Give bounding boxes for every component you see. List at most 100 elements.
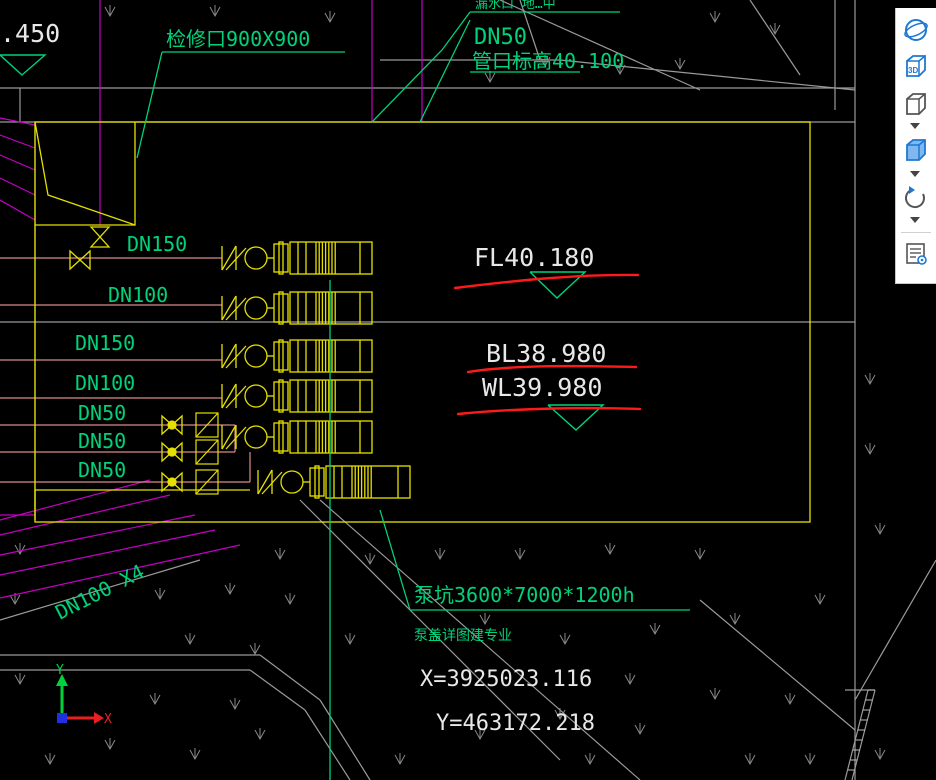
- valve-dot: [167, 447, 177, 457]
- elevation-markers: [0, 54, 605, 431]
- check-valve-box: [195, 412, 219, 438]
- pit-note-label: 泵盖详图建专业: [414, 628, 512, 644]
- check-valve-slash: [225, 385, 247, 409]
- pump-flange: [278, 420, 284, 454]
- opening-label: 检修口900X900: [166, 27, 310, 51]
- check-valve-slash: [195, 439, 219, 465]
- magenta-lines: [0, 0, 423, 599]
- valves: [69, 226, 219, 495]
- pump-assembly: [221, 241, 373, 275]
- chevron-down-icon: [910, 217, 920, 223]
- shaded-view-dropdown[interactable]: [909, 170, 921, 178]
- pump-assembly: [221, 379, 373, 413]
- check-valve-slash: [221, 343, 237, 369]
- valve-body: [89, 226, 111, 248]
- gate-valve: [69, 249, 91, 271]
- check-valve: [195, 439, 219, 465]
- gate-valve: [161, 441, 183, 463]
- check-valve-box: [195, 439, 219, 465]
- valve-body: [69, 249, 91, 271]
- pump-coupling: [309, 467, 325, 497]
- pump-assembly: [257, 465, 411, 499]
- chevron-down-icon: [910, 123, 920, 129]
- pump-assembly: [221, 291, 373, 325]
- pump-coupling: [273, 293, 289, 323]
- orbit-button[interactable]: [901, 16, 931, 44]
- rotate-button[interactable]: [901, 184, 931, 212]
- dn50-label-c: DN50: [78, 458, 126, 482]
- dn50-label-b: DN50: [78, 429, 126, 453]
- check-valve-slash: [221, 295, 237, 321]
- view-3d-icon: 3D: [906, 55, 926, 77]
- dn150-label-b: DN150: [75, 331, 135, 355]
- pump-assembly: [221, 339, 373, 373]
- valve-dot: [167, 420, 177, 430]
- rotate-dropdown[interactable]: [909, 216, 921, 224]
- check-valve-slash: [225, 345, 247, 369]
- check-valve: [195, 412, 219, 438]
- check-valve-slash: [195, 469, 219, 495]
- pump-motor: [289, 379, 373, 413]
- check-valve-slash: [225, 297, 247, 321]
- chevron-down-icon: [910, 171, 920, 177]
- pit-outline: [34, 121, 811, 523]
- pump-flange: [314, 465, 320, 499]
- wireframe-view-dropdown[interactable]: [909, 122, 921, 130]
- check-valve-slash: [195, 412, 219, 438]
- pipe-top-elev-label: 管口标高40.100: [472, 49, 624, 73]
- stair-treads: [848, 689, 875, 771]
- pump-assembly: [221, 420, 373, 454]
- wl-elevation-label: WL39.980: [482, 373, 602, 402]
- coordinate-x-readout: X=3925023.116: [420, 667, 592, 692]
- dn150-label-a: DN150: [127, 232, 187, 256]
- gate-valve: [161, 471, 183, 493]
- pipe-top-partial-label: 漏水口 地…中: [475, 0, 556, 12]
- drain-marks: [9, 5, 886, 766]
- red-markup: [453, 273, 642, 416]
- check-valve-slash: [221, 245, 237, 271]
- wireframe-view-button[interactable]: [901, 90, 931, 118]
- valve-dot: [167, 477, 177, 487]
- check-valve-slash: [225, 426, 247, 450]
- fl-elevation-label: FL40.180: [474, 243, 594, 272]
- pump-flange: [278, 339, 284, 373]
- elevation-label-left: .450: [0, 19, 60, 48]
- pump-coupling: [273, 341, 289, 371]
- check-valve-slash: [225, 247, 247, 271]
- pump-coupling: [273, 422, 289, 452]
- rotate-icon: [904, 186, 925, 209]
- properties-panel-icon: [906, 243, 927, 265]
- leader-lines: [136, 11, 690, 780]
- shaded-view-button[interactable]: [901, 136, 931, 164]
- gate-valve: [161, 414, 183, 436]
- shaded-cube-icon: [906, 139, 926, 161]
- orbit-icon: [904, 19, 928, 41]
- check-valve-slash: [261, 471, 283, 495]
- ucs-axis-icon: [56, 674, 104, 724]
- pump-flange: [278, 241, 284, 275]
- dn100-label-b: DN100: [75, 371, 135, 395]
- coordinate-y-readout: Y=463172.218: [436, 711, 595, 736]
- bl-elevation-label: BL38.980: [486, 339, 606, 368]
- pump-motor: [289, 420, 373, 454]
- pump-motor: [289, 291, 373, 325]
- check-valve-slash: [257, 469, 273, 495]
- pump-flange: [278, 291, 284, 325]
- pit-size-label: 泵坑3600*7000*1200h: [414, 583, 635, 607]
- view-toolbar: 3D: [895, 8, 936, 284]
- check-valve-slash: [221, 424, 237, 450]
- axis-y-label: Y: [56, 663, 64, 678]
- gate-valve: [89, 226, 111, 248]
- view-3d-button[interactable]: 3D: [901, 52, 931, 80]
- pump-assemblies: [221, 241, 411, 499]
- check-valve-slash: [221, 383, 237, 409]
- properties-button[interactable]: [901, 240, 931, 268]
- toolbar-divider: [901, 232, 931, 233]
- pump-coupling: [273, 381, 289, 411]
- pump-motor: [289, 241, 373, 275]
- dn50-label-a: DN50: [78, 401, 126, 425]
- wireframe-cube-icon: [906, 93, 926, 115]
- pump-flange: [278, 379, 284, 413]
